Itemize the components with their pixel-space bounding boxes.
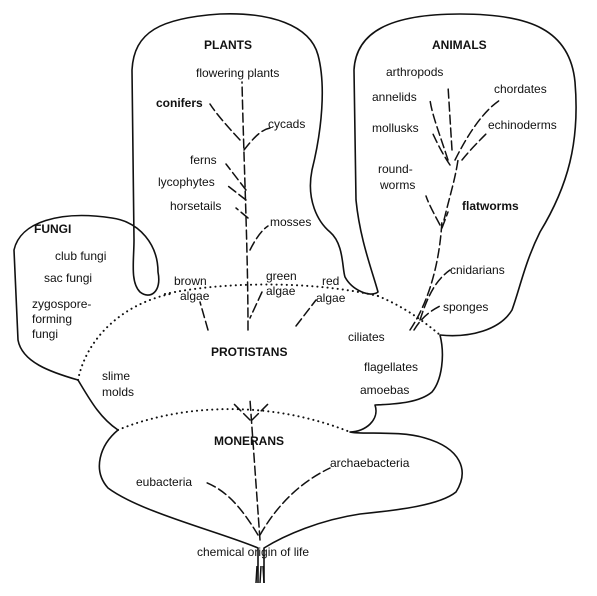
group-label-animals: ANIMALS: [432, 38, 487, 52]
origin-trunk: [255, 565, 265, 584]
label-zygospore-1: zygospore-: [32, 297, 91, 311]
label-chemical-origin: chemical origin of life: [197, 545, 309, 559]
label-flagellates: flagellates: [364, 360, 418, 374]
branch-plant-stem: [241, 81, 249, 331]
branch-sponges: [413, 305, 441, 331]
animal-protist-boundary: [377, 295, 441, 336]
branch-coelomates: [443, 159, 459, 221]
label-mosses: mosses: [270, 215, 311, 229]
label-slime-molds-1: slime: [102, 369, 130, 383]
label-amoebas: amoebas: [360, 383, 409, 397]
label-cnidarians: cnidarians: [450, 263, 505, 277]
label-red-algae-1: red: [322, 274, 339, 288]
protist-moneran-boundary: [117, 408, 351, 433]
branch-moneran-left: [231, 401, 251, 421]
label-flatworms: flatworms: [462, 199, 519, 213]
label-green-algae-1: green: [266, 269, 297, 283]
branch-conifers: [209, 103, 241, 141]
label-sponges: sponges: [443, 300, 488, 314]
label-arthropods: arthropods: [386, 65, 443, 79]
branch-animal-stem: [409, 219, 443, 331]
label-cycads: cycads: [268, 117, 305, 131]
label-archaebacteria: archaebacteria: [330, 456, 410, 470]
branch-green-algae: [249, 291, 263, 319]
branch-annelids: [429, 99, 449, 161]
group-label-monerans: MONERANS: [214, 434, 284, 448]
branch-horsetails: [235, 207, 249, 219]
label-zygospore-2: forming: [32, 312, 72, 326]
label-ferns: ferns: [190, 153, 217, 167]
branch-ferns: [225, 163, 247, 191]
tree-outline: [13, 13, 577, 583]
label-red-algae-2: algae: [316, 291, 346, 305]
label-flowering-plants: flowering plants: [196, 66, 279, 80]
branch-roundworms: [425, 195, 441, 226]
branch-moneran-right: [251, 401, 271, 421]
label-chordates: chordates: [494, 82, 547, 96]
branch-chordates: [454, 99, 501, 161]
label-annelids: annelids: [372, 90, 417, 104]
label-zygospore-3: fungi: [32, 327, 58, 341]
label-echinoderms: echinoderms: [488, 118, 557, 132]
label-roundworms-2: worms: [379, 178, 415, 192]
label-brown-algae-2: algae: [180, 289, 210, 303]
group-label-fungi: FUNGI: [34, 222, 71, 236]
branch-archaebacteria: [259, 467, 331, 536]
plant-protist-boundary: [164, 283, 379, 297]
label-eubacteria: eubacteria: [136, 475, 192, 489]
label-lycophytes: lycophytes: [158, 175, 215, 189]
branch-brown-algae: [199, 301, 209, 331]
branch-cnidarians: [419, 269, 451, 321]
label-horsetails: horsetails: [170, 199, 221, 213]
branch-eubacteria: [204, 481, 259, 536]
branch-mosses: [249, 225, 269, 251]
group-label-protistans: PROTISTANS: [211, 345, 287, 359]
branch-main-trunk: [249, 399, 261, 541]
label-slime-molds-2: molds: [102, 385, 134, 399]
label-conifers: conifers: [156, 96, 203, 110]
branch-echinoderms: [461, 131, 489, 161]
branch-lycophytes: [227, 185, 247, 201]
label-sac-fungi: sac fungi: [44, 271, 92, 285]
fungi-protist-boundary: [77, 293, 171, 381]
label-mollusks: mollusks: [372, 121, 419, 135]
branch-red-algae: [295, 299, 317, 327]
group-label-plants: PLANTS: [204, 38, 252, 52]
label-brown-algae-1: brown: [174, 274, 207, 288]
label-roundworms-1: round-: [378, 162, 413, 176]
branch-cycads: [243, 127, 271, 151]
branch-arthropods: [447, 85, 453, 151]
label-ciliates: ciliates: [348, 330, 385, 344]
label-club-fungi: club fungi: [55, 249, 106, 263]
branch-mollusks: [431, 131, 451, 166]
branch-flatworms: [441, 211, 449, 229]
label-green-algae-2: algae: [266, 284, 296, 298]
